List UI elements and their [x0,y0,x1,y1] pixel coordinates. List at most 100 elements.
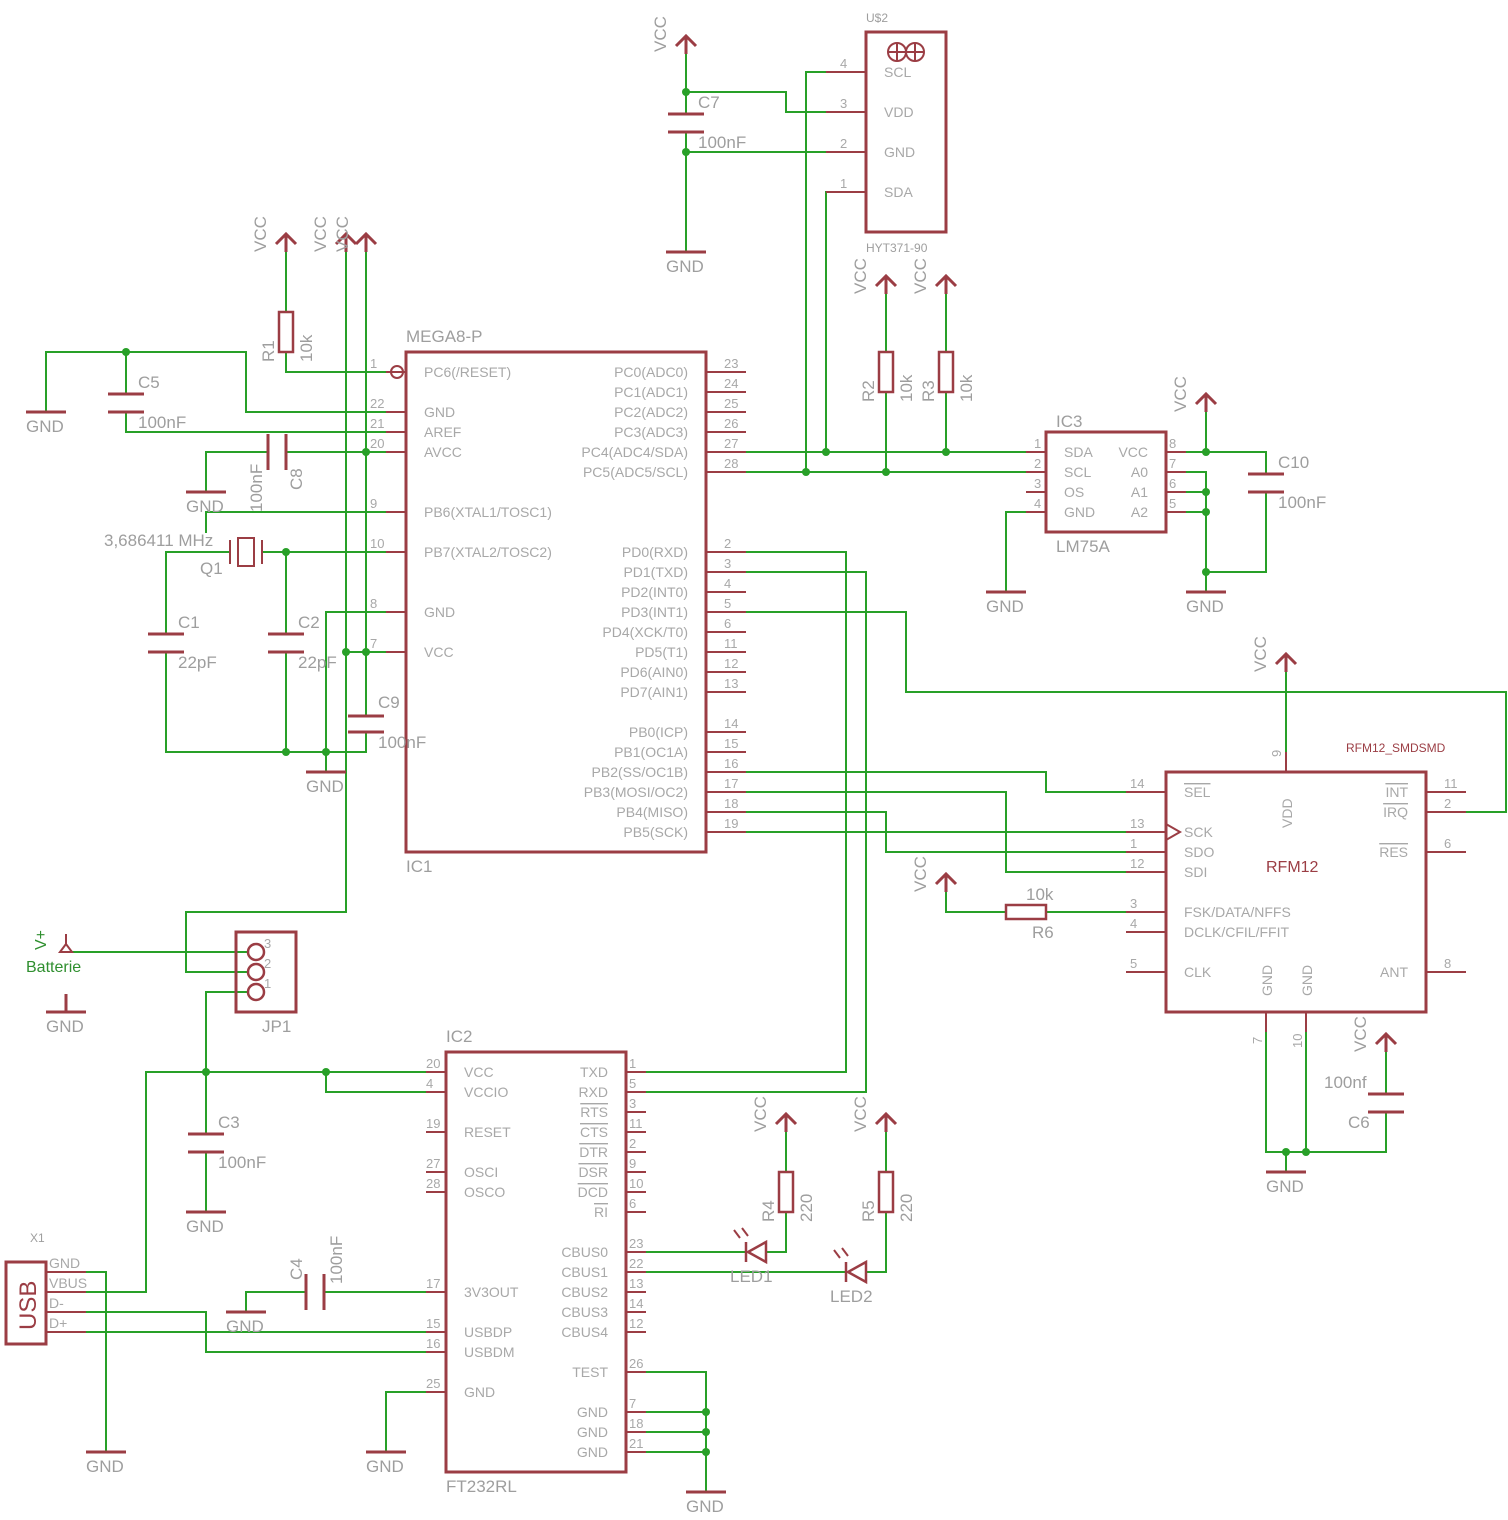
jp1-ref: JP1 [262,1017,291,1036]
ic1-pin-name: GND [424,604,455,620]
q1-value: 3,686411 MHz [104,531,213,550]
ic3-type: LM75A [1056,537,1111,556]
ic2-pin-num: 25 [426,1376,440,1391]
ic2-pin-num: 3 [629,1096,636,1111]
u2-ref: U$2 [866,11,888,25]
net-wires [45,51,1507,1491]
ic1-pin-num: 8 [370,596,377,611]
ic2-pin-name: DTR [579,1144,608,1160]
q1-ref: Q1 [200,559,223,578]
c7-value: 100nF [698,133,746,152]
ic2-pin-num: 13 [629,1276,643,1291]
vcc-label: VCC [333,216,352,252]
rfm12-pin-name: SCK [1184,824,1213,840]
ic2-type: FT232RL [446,1477,517,1496]
c1-ref: C1 [178,613,200,632]
ic3-pin-6: 6A1 [1131,476,1186,500]
ic1-pin-num: 25 [724,396,738,411]
gnd-label: GND [1266,1177,1304,1196]
gnd-label: GND [86,1457,124,1476]
rfm12-pin-name: DCLK/CFIL/FFIT [1184,924,1289,940]
r6-value: 10k [1026,885,1054,904]
ic1-pin-num: 15 [724,736,738,751]
ic1-pin-num: 11 [724,636,738,651]
ic1-left-pins: 1PC6(/RESET)22GND21AREF20AVCC9PB6(XTAL1/… [370,356,552,660]
gnd-symbol: GND [686,1490,726,1516]
ic2-pin-name: OSCI [464,1164,498,1180]
gnd-label: GND [26,417,64,436]
ic2-pin-name: TEST [572,1364,608,1380]
ic3-pin-num: 1 [1034,436,1041,451]
ic2-pin-num: 1 [629,1056,636,1071]
c6-value: 100nf [1324,1073,1367,1092]
vcc-symbol: VCC [851,258,898,294]
ic1-type: MEGA8-P [406,327,483,346]
vcc-label: VCC [311,216,330,252]
vcc-symbol: VCC [1251,636,1298,672]
c5-value: 100nF [138,413,186,432]
gnd-symbol: GND [366,1450,406,1476]
ic1-pin-num: 28 [724,456,738,471]
vcc-label: VCC [911,258,930,294]
ic2-pin-num: 12 [629,1316,643,1331]
ic2-pin-num: 20 [426,1056,440,1071]
rfm12-pin-name: SEL [1184,784,1211,800]
usb-pin-dplus: D+ [49,1315,67,1331]
r1-ref: R1 [259,340,278,362]
ic2-pin-name: RTS [580,1104,608,1120]
ic1-pin-name: PC1(ADC1) [614,384,688,400]
ic1-pin-name: PB5(SCK) [623,824,688,840]
rfm12-pin-num: 3 [1130,896,1137,911]
u2-pin-num: 1 [840,176,847,191]
ic2-pin-num: 19 [426,1116,440,1131]
ic1-pin-name: AVCC [424,444,462,460]
ic2-pin-num: 14 [629,1296,643,1311]
ic1-pin-num: 2 [724,536,731,551]
u2-pin-num: 3 [840,96,847,111]
u2-pin-name: VDD [884,104,914,120]
ic2-left-pins: 20VCC4VCCIO19RESET27OSCI28OSCO173V3OUT15… [426,1056,519,1400]
ic2-pin-name: CBUS4 [561,1324,608,1340]
usb-pin-gnd: GND [49,1255,80,1271]
gnd-label: GND [666,257,704,276]
c2-ref: C2 [298,613,320,632]
ic2-pin-name: DSR [578,1164,608,1180]
led2-ref: LED2 [830,1287,873,1306]
rfm12-pin-name: RES [1379,844,1408,860]
ic3-pin-name: SCL [1064,464,1091,480]
rfm12-pin-num: 12 [1130,856,1144,871]
ic2-pin-name: RESET [464,1124,511,1140]
ic3-pin-num: 6 [1169,476,1176,491]
ic1-pin-num: 20 [370,436,384,451]
ic1-pin-name: PD6(AIN0) [620,664,688,680]
junction-dots [122,88,1310,1456]
gnd-label: GND [186,497,224,516]
ic1-ref: IC1 [406,857,432,876]
gnd-symbol: GND [46,1010,86,1036]
ic3-pin-num: 7 [1169,456,1176,471]
r4-ref: R4 [759,1200,778,1222]
c10-value: 100nF [1278,493,1326,512]
